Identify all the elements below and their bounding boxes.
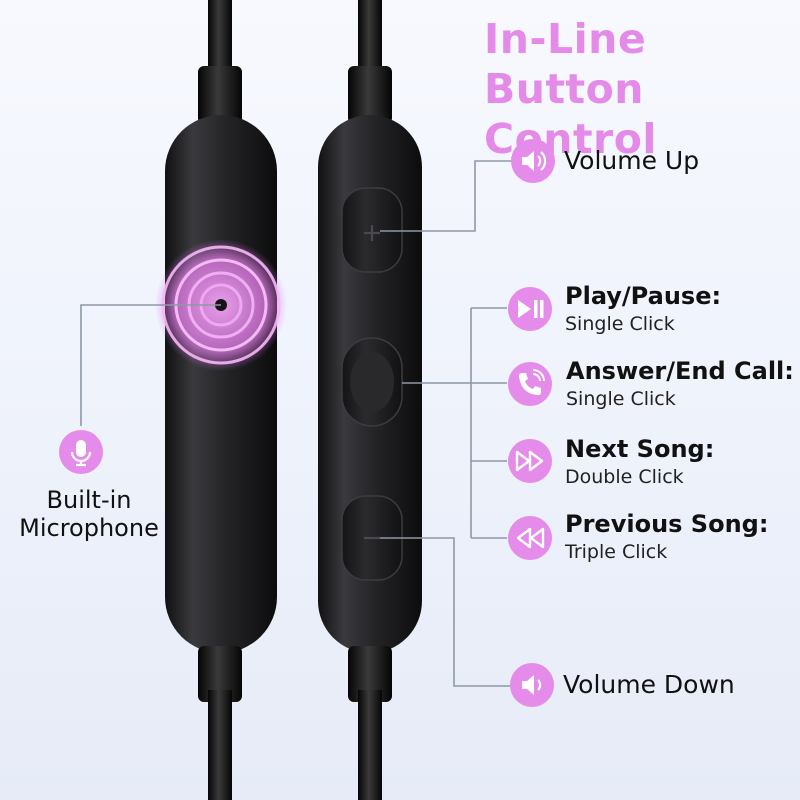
volume-up-connector-line xyxy=(380,160,512,232)
speaker-icon xyxy=(511,139,555,183)
microphone-label-line-1: Built-in xyxy=(46,486,132,514)
rewind-icon xyxy=(508,516,552,560)
plus-icon xyxy=(364,225,380,241)
next-song-label: Next Song: Double Click xyxy=(565,435,714,489)
answer-end-call-text: Answer/End Call: xyxy=(566,357,794,385)
play-pause-text: Play/Pause: xyxy=(565,282,722,310)
volume-up-text: Volume Up xyxy=(564,146,700,175)
previous-song-action: Triple Click xyxy=(565,541,668,563)
volume-down-text: Volume Down xyxy=(563,670,735,699)
volume-down-label: Volume Down xyxy=(563,671,735,699)
left-strain-relief-top xyxy=(198,66,242,124)
answer-end-call-label: Answer/End Call: Single Click xyxy=(566,357,794,411)
left-remote-microphone-unit xyxy=(155,0,287,800)
speaker-icon xyxy=(510,663,554,707)
phone-icon xyxy=(508,362,552,406)
right-cable-bottom xyxy=(358,690,382,800)
left-remote-body xyxy=(165,115,277,653)
microphone-icon xyxy=(59,430,103,474)
fast-forward-icon xyxy=(508,439,552,483)
next-song-text: Next Song: xyxy=(565,435,715,463)
title-line-1: In-Line Button xyxy=(484,15,647,113)
answer-end-call-action: Single Click xyxy=(566,388,676,410)
play-pause-icon xyxy=(508,287,552,331)
microphone-label: Built-in Microphone xyxy=(14,486,164,542)
volume-up-label: Volume Up xyxy=(564,147,699,175)
volume-down-connector-line xyxy=(380,537,510,687)
previous-song-text: Previous Song: xyxy=(565,510,769,538)
left-cable-bottom xyxy=(208,690,232,800)
multifunction-button-dome xyxy=(350,352,394,412)
right-strain-relief-bottom xyxy=(348,646,392,702)
play-pause-label: Play/Pause: Single Click xyxy=(565,282,721,336)
connector-lines xyxy=(80,160,512,687)
next-song-action: Double Click xyxy=(565,466,684,488)
microphone-label-line-2: Microphone xyxy=(19,514,159,542)
right-strain-relief-top xyxy=(348,66,392,124)
left-strain-relief-bottom xyxy=(198,646,242,702)
microphone-connector-line xyxy=(80,304,221,426)
previous-song-label: Previous Song: Triple Click xyxy=(565,510,768,564)
play-pause-action: Single Click xyxy=(565,313,675,335)
right-remote-button-unit xyxy=(318,0,422,800)
